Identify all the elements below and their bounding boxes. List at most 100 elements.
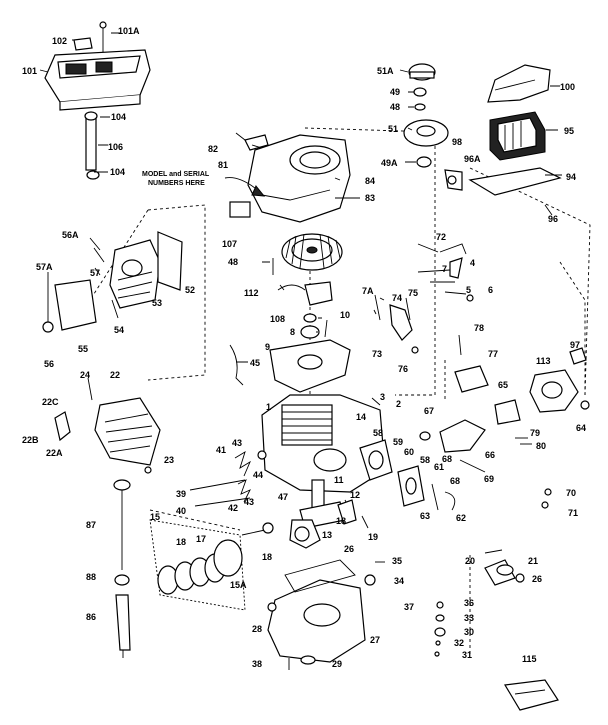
label-11: 11 (334, 475, 344, 485)
label-67: 67 (424, 406, 434, 416)
label-62: 62 (456, 513, 466, 523)
label-107: 107 (222, 239, 237, 249)
label-77: 77 (488, 349, 498, 359)
label-95: 95 (564, 126, 574, 136)
label-56: 56 (44, 359, 54, 369)
valve-parts (189, 450, 267, 507)
air-cleaner-housing-101 (44, 21, 151, 111)
label-22: 22 (110, 370, 120, 380)
governor-77 (454, 365, 489, 393)
label-49A: 49A (381, 158, 398, 168)
label-12: 12 (350, 490, 360, 500)
shield-100 (487, 64, 551, 103)
label-10: 10 (340, 310, 350, 320)
governor-shaft-group (434, 549, 525, 657)
label-42: 42 (228, 503, 238, 513)
leader-lines (39, 32, 562, 363)
bracket-55 (54, 279, 97, 331)
label-113: 113 (536, 356, 551, 366)
label-83: 83 (365, 193, 375, 203)
washer-108 (303, 313, 317, 323)
label-86: 86 (86, 612, 96, 622)
label-101A: 101A (118, 26, 140, 36)
label-26: 26 (344, 544, 354, 554)
label-61: 61 (434, 462, 444, 472)
piston-assembly-15 (149, 519, 274, 611)
label-22C: 22C (42, 397, 59, 407)
label-23: 23 (164, 455, 174, 465)
label-5: 5 (466, 285, 471, 295)
mounting-studs-106 (84, 111, 100, 180)
label-58: 58 (420, 455, 430, 465)
label-18: 18 (176, 537, 186, 547)
label-84: 84 (365, 176, 375, 186)
serial-arrow (224, 177, 266, 197)
label-37: 37 (404, 602, 414, 612)
flywheel-112 (272, 233, 343, 275)
oil-fill-cap-group (403, 63, 449, 168)
label-43: 43 (244, 497, 254, 507)
governor-linkage (430, 243, 474, 302)
label-115: 115 (522, 654, 537, 664)
label-60: 60 (404, 447, 414, 457)
label-24: 24 (80, 370, 90, 380)
serial-caption-line2: NUMBERS HERE (148, 180, 205, 187)
label-112: 112 (244, 288, 259, 298)
label-106: 106 (108, 142, 123, 152)
cylinder-block-1 (261, 394, 386, 493)
label-100: 100 (560, 82, 575, 92)
label-76: 76 (398, 364, 408, 374)
label-94: 94 (566, 172, 576, 182)
screw-102 (73, 37, 93, 51)
sump-base-27 (267, 559, 385, 670)
label-9: 9 (265, 342, 270, 352)
label-55: 55 (78, 344, 88, 354)
label-2: 2 (396, 399, 401, 409)
label-53: 53 (152, 298, 162, 308)
label-74: 74 (392, 293, 402, 303)
label-81: 81 (218, 160, 228, 170)
serial-caption-line1: MODEL and SERIAL (142, 171, 210, 178)
label-51A: 51A (377, 66, 394, 76)
label-18: 18 (336, 516, 346, 526)
label-22B: 22B (22, 435, 39, 445)
key-10 (324, 319, 328, 338)
label-68: 68 (442, 454, 452, 464)
label-64: 64 (576, 423, 586, 433)
label-35: 35 (392, 556, 402, 566)
label-65: 65 (498, 380, 508, 390)
label-47: 47 (278, 492, 288, 502)
label-70: 70 (566, 488, 576, 498)
label-29: 29 (332, 659, 342, 669)
label-26: 26 (532, 574, 542, 584)
label-59: 59 (393, 437, 403, 447)
label-18: 18 (262, 552, 272, 562)
label-48: 48 (228, 257, 238, 267)
label-71: 71 (568, 508, 578, 518)
governor-parts (419, 334, 552, 509)
label-102: 102 (52, 36, 67, 46)
label-31: 31 (462, 650, 472, 660)
label-22A: 22A (46, 448, 63, 458)
label-33: 33 (464, 613, 474, 623)
label-96A: 96A (464, 154, 481, 164)
label-21: 21 (528, 556, 538, 566)
connecting-rod-13 (289, 499, 369, 549)
label-57A: 57A (36, 262, 53, 272)
label-40: 40 (176, 506, 186, 516)
label-17: 17 (196, 534, 206, 544)
plate-107 (229, 201, 251, 218)
label-48: 48 (390, 102, 400, 112)
label-98: 98 (452, 137, 462, 147)
label-44: 44 (253, 470, 263, 480)
label-73: 73 (372, 349, 382, 359)
label-80: 80 (536, 441, 546, 451)
label-104: 104 (111, 112, 126, 122)
label-56A: 56A (62, 230, 79, 240)
dipstick-87 (113, 479, 131, 658)
label-39: 39 (176, 489, 186, 499)
label-72: 72 (436, 232, 446, 242)
air-filter-95 (489, 111, 546, 161)
